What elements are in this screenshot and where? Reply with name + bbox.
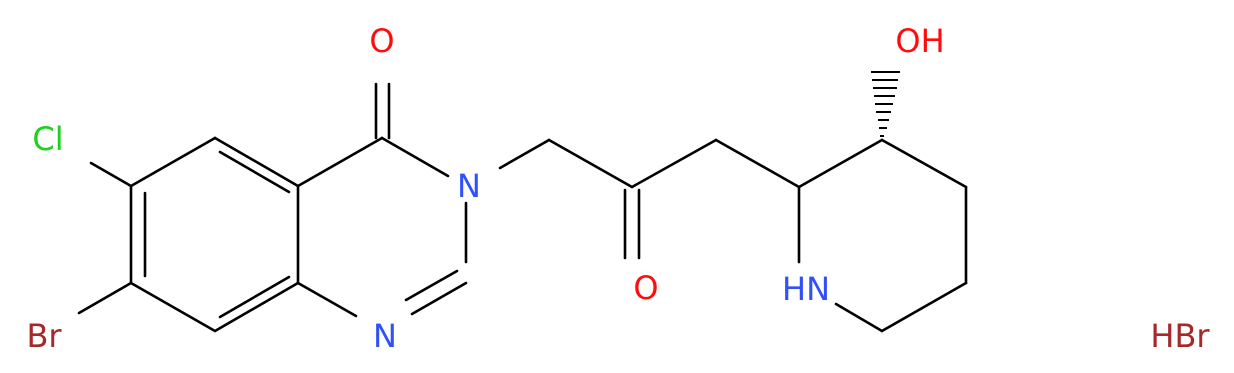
bond [218,150,291,194]
bond [213,281,300,333]
bond [380,136,450,178]
bond [77,281,133,315]
pyrimidinone-ring [296,136,468,318]
bond [404,269,459,302]
bond [213,136,300,188]
piperidine-ring [797,138,968,333]
bond [880,281,968,333]
atom-label-hydroxyl: OH [895,22,944,60]
benzene-ring [129,136,300,333]
atom-label-nitrogen: N [373,317,397,355]
counterion-label: HBr [1150,317,1210,355]
atom-label-oxygen: O [369,22,394,60]
bond [410,281,468,316]
bond [129,136,217,188]
bond [129,281,217,333]
bond [834,302,884,333]
bond [547,138,634,189]
bond [296,281,358,318]
bond [498,138,551,170]
atom-label-amine: HN [782,270,830,308]
bond [797,138,884,189]
hashed-wedge-bond [871,71,900,137]
bond [296,136,384,188]
atom-label-nitrogen: N [457,167,481,205]
bond [218,275,291,319]
bond [630,138,718,189]
side-chain [498,138,801,260]
bond [89,161,133,188]
atom-label-bromine: Br [26,317,62,355]
bond [880,138,968,189]
bond [714,138,801,189]
atom-label-oxygen: O [633,269,658,307]
atom-label-chlorine: Cl [32,120,63,158]
